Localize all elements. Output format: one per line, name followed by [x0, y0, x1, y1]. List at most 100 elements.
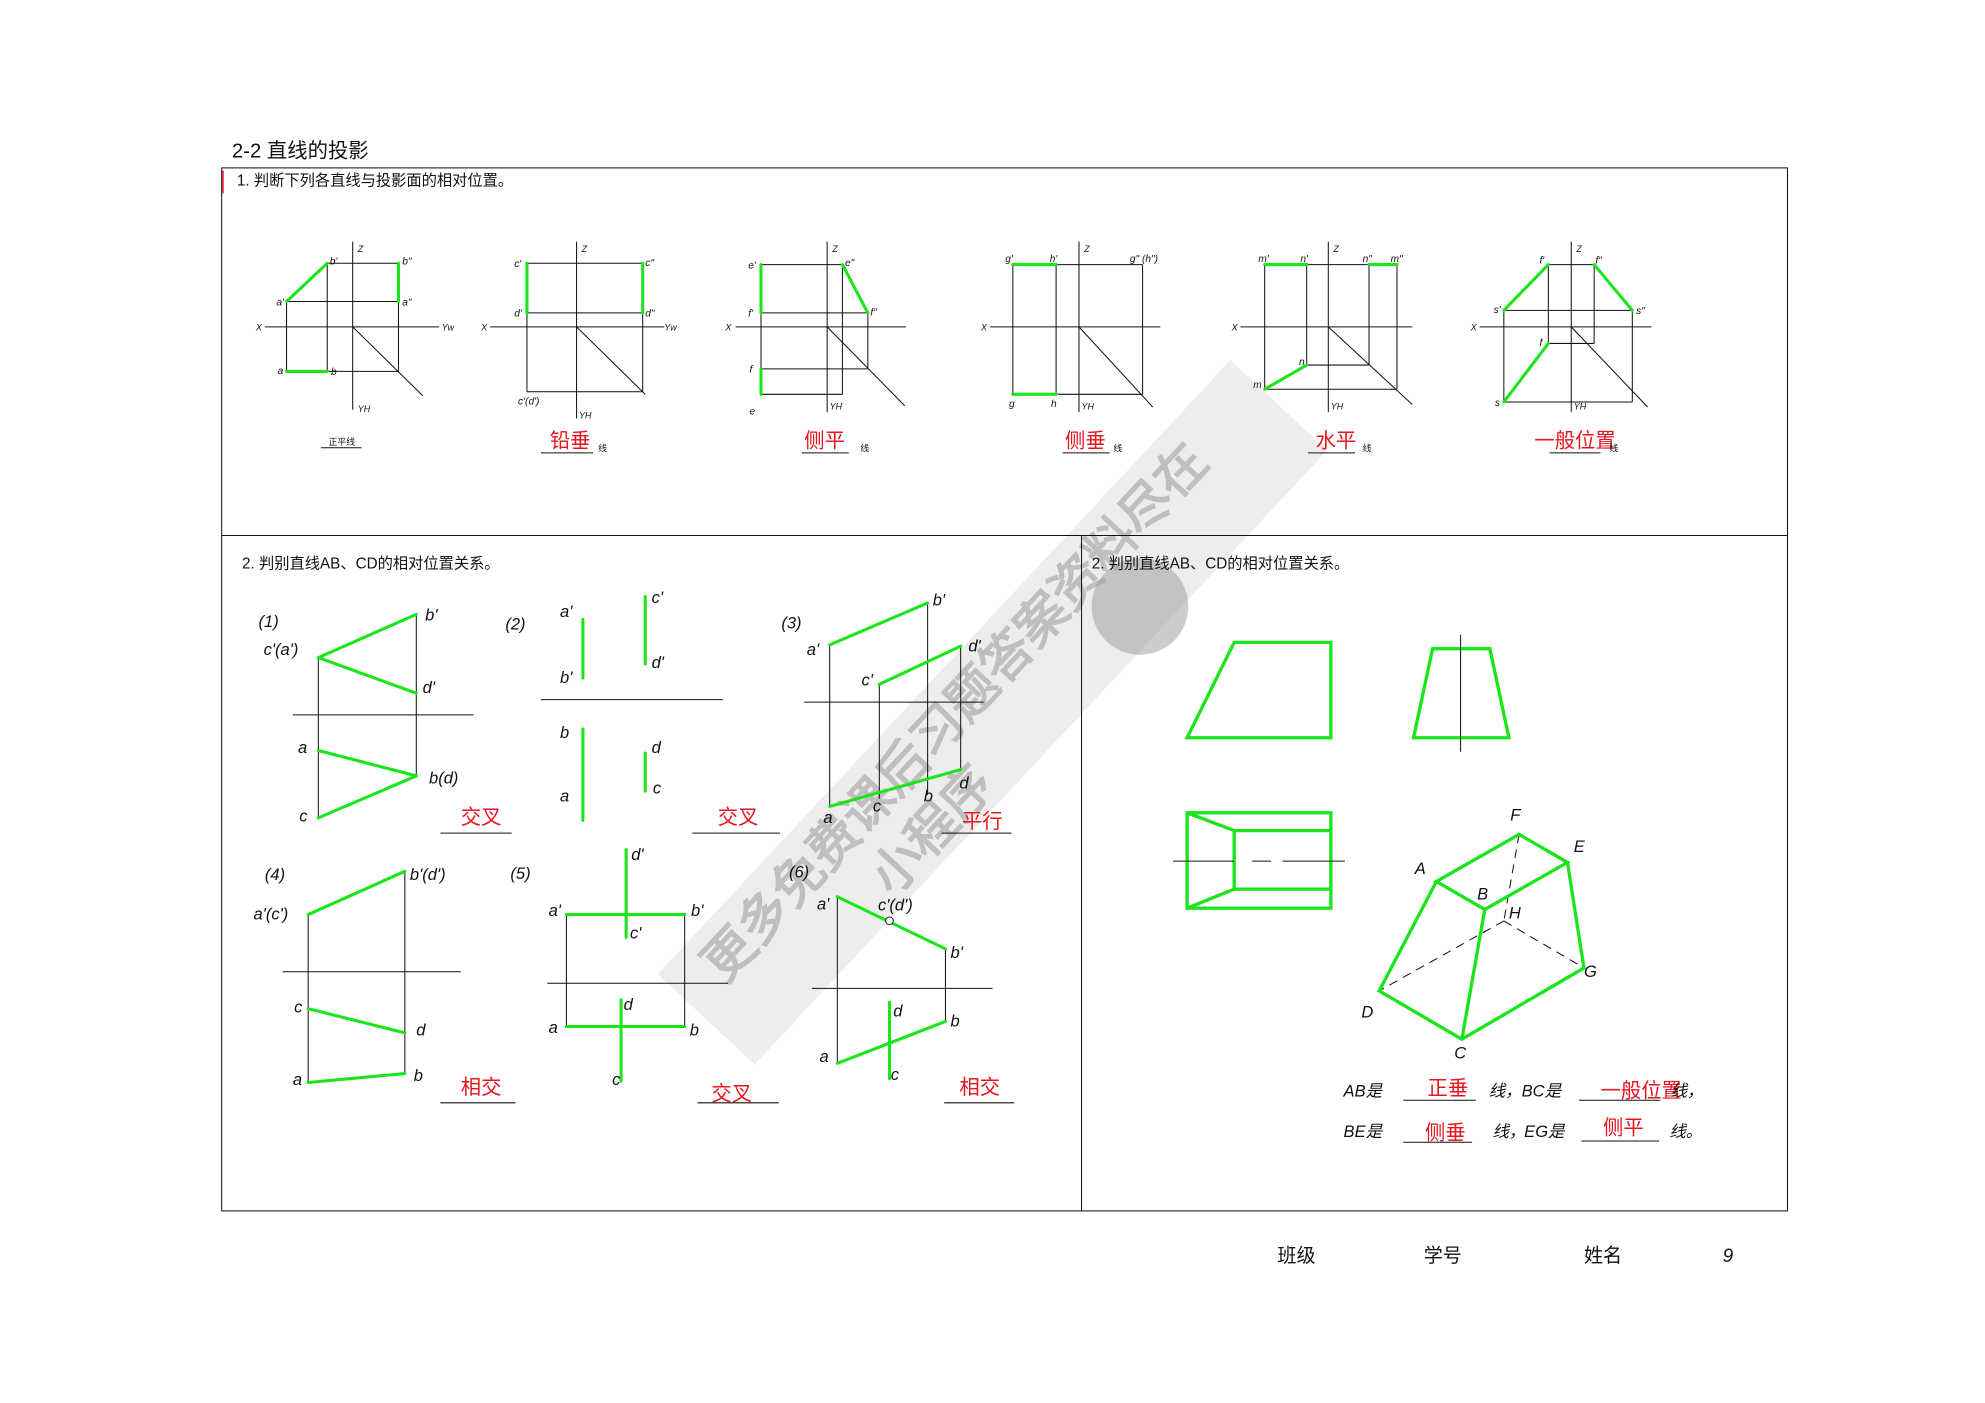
- fill-in-answers: AB是 正垂 线， BC是 一般位置 线， BE是 侧垂 线， EG是 侧平 线…: [1343, 1077, 1704, 1145]
- projection-diagram-5: ZX YH m'n' n"m" nm 水平 线: [1231, 241, 1413, 454]
- student-id-label: 学号: [1424, 1245, 1462, 1267]
- three-view-drawing: [1173, 634, 1511, 910]
- projection-line: [1502, 341, 1550, 404]
- line-pair-diagram-5: (5) d'a' b'c' da bc 交叉: [510, 845, 779, 1105]
- point-label: b(d): [429, 769, 458, 788]
- answer-text: 正垂: [1428, 1077, 1469, 1100]
- side-view: [1411, 647, 1511, 740]
- point-label: F: [1510, 805, 1521, 824]
- line-pair-diagram-1: (1) c'(a')b' d'a b(d)c 交叉: [259, 606, 512, 834]
- point-label: a': [817, 894, 830, 913]
- point-label: X: [255, 323, 263, 333]
- point-label: (4): [265, 865, 285, 884]
- point-label: c: [612, 1070, 621, 1089]
- point-label: Z: [1083, 244, 1090, 254]
- point-label: b': [560, 668, 573, 687]
- projection-line: [316, 774, 418, 820]
- projection-line: [1263, 363, 1309, 391]
- answer-text: 侧垂: [1425, 1122, 1466, 1145]
- construction-line: [352, 326, 424, 396]
- point-label: n: [1299, 357, 1305, 368]
- answer-text: 正平线: [329, 436, 356, 447]
- point-label: a: [823, 808, 832, 827]
- point-label: X: [1231, 323, 1239, 333]
- point-label: d': [631, 845, 644, 864]
- point-label: c: [653, 779, 662, 798]
- point-label: c": [645, 258, 654, 269]
- answer-text: 侧平: [804, 430, 845, 453]
- projection-line: [306, 1007, 407, 1035]
- projection-line: [1460, 909, 1487, 1040]
- page-title: 2-2 直线的投影: [232, 140, 369, 163]
- class-label: 班级: [1277, 1245, 1315, 1267]
- answer-text: 铅垂: [550, 430, 591, 453]
- point-label: s: [1495, 398, 1500, 409]
- projection-line: [1186, 887, 1331, 910]
- point-label: h: [1051, 399, 1057, 410]
- answer-text: 平行: [962, 810, 1003, 833]
- point-label: X: [480, 323, 488, 333]
- point-label: b: [560, 723, 569, 742]
- point-label: b": [402, 257, 412, 268]
- point-label: a: [549, 1018, 558, 1037]
- point-label: (2): [505, 615, 525, 634]
- point-label: YH: [1331, 402, 1344, 412]
- point-label: a': [807, 640, 820, 659]
- point-label: b': [425, 606, 438, 625]
- point-label: c: [873, 797, 882, 816]
- point-label: c': [514, 259, 522, 270]
- point-label: f": [1595, 255, 1602, 266]
- point-label: (1): [259, 612, 279, 631]
- point-label: Yw: [442, 323, 455, 333]
- projection-line: [306, 869, 407, 917]
- point-label: b'(d'): [410, 865, 446, 884]
- point-label: 线: [1609, 443, 1618, 454]
- answer-text: 侧垂: [1065, 430, 1106, 453]
- point-label: d: [893, 1001, 903, 1020]
- point-label: H: [1509, 903, 1521, 922]
- point-label: (3): [781, 613, 801, 632]
- point-label: Z: [1575, 244, 1582, 254]
- point-label: s": [1636, 306, 1645, 317]
- point-label: Z: [1332, 244, 1339, 254]
- front-view: [1184, 640, 1333, 740]
- point-label: c': [652, 588, 664, 607]
- point-label: h': [1050, 254, 1059, 265]
- point-label: YH: [358, 404, 371, 414]
- projection-line: [316, 748, 418, 778]
- watermark-line1: 更多免费课后习题答案资料尽在: [691, 432, 1218, 992]
- point-label: BC是: [1522, 1081, 1563, 1100]
- point-label: f": [870, 307, 877, 318]
- worksheet-frame: [221, 167, 1788, 1212]
- point-label: C: [1454, 1043, 1467, 1062]
- point-label: B: [1477, 884, 1488, 903]
- point-label: X: [980, 323, 988, 333]
- point-label: a: [560, 786, 569, 805]
- point-label: 线: [1363, 443, 1372, 454]
- projection-line: [285, 261, 329, 303]
- point-label: a': [549, 901, 562, 920]
- point-label: a'(c'): [253, 905, 288, 924]
- projection-line: [828, 768, 963, 808]
- point-label: b': [951, 943, 964, 962]
- construction-line: [576, 326, 646, 395]
- point-label: e: [750, 407, 756, 418]
- point-label: 线。: [1669, 1122, 1702, 1141]
- answer-text: 交叉: [718, 806, 759, 829]
- point-label: b': [933, 590, 946, 609]
- construction-line: [1503, 920, 1585, 969]
- point-label: n": [1363, 254, 1373, 265]
- name-label: 姓名: [1584, 1245, 1622, 1267]
- construction-line: [826, 326, 906, 407]
- point-label: b: [331, 367, 337, 378]
- line-pair-diagram-3: (3) a'b' c'd' ac bd 平行: [781, 590, 1012, 834]
- part1-label: 1. 判断下列各直线与投影面的相对位置。: [237, 173, 513, 190]
- part2-label: 2. 判别直线AB、CD的相对位置关系。: [242, 556, 500, 573]
- point-label: c'(d'): [518, 396, 539, 407]
- point-label: A: [1414, 859, 1426, 878]
- point-label: d: [959, 774, 969, 793]
- projection-line: [1185, 811, 1333, 910]
